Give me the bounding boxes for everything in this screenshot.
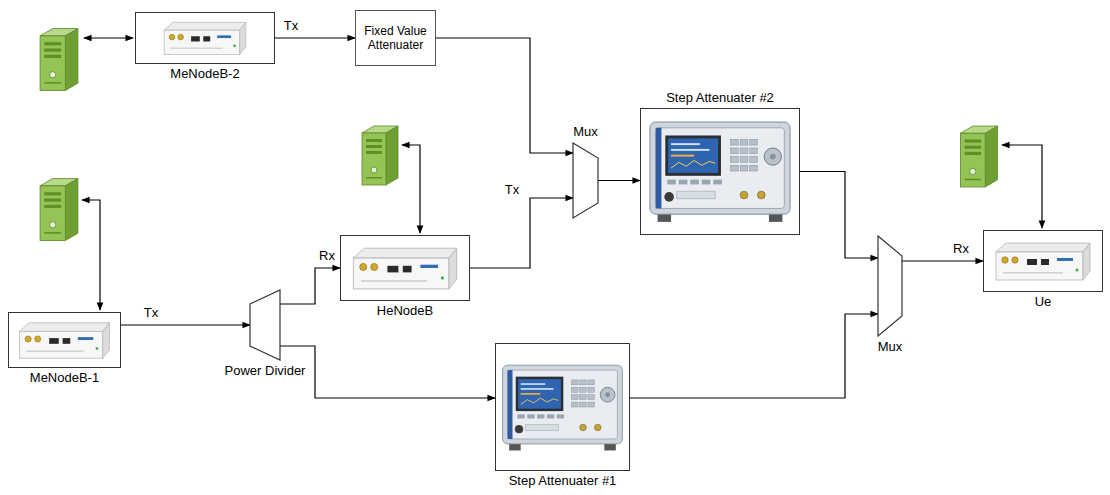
node-label: Mux xyxy=(878,339,903,355)
signal-connector xyxy=(280,346,495,398)
port-label: Tx xyxy=(142,305,160,321)
control-link xyxy=(402,145,420,233)
server-group xyxy=(40,29,997,241)
server-icon xyxy=(40,29,78,91)
mux-outline xyxy=(878,236,902,336)
signal-connector xyxy=(121,324,250,325)
label-holder: Rx xyxy=(951,241,971,257)
sdr-device xyxy=(353,248,456,289)
trapezoid-shape xyxy=(250,290,280,360)
mux-symbol: Mux xyxy=(878,236,902,336)
mux-outline xyxy=(573,143,598,218)
signal-connector xyxy=(598,180,640,181)
node-label: Ue xyxy=(1035,294,1052,310)
label-holder: Tx xyxy=(282,18,300,34)
power-divider-symbol: Power Divider xyxy=(250,290,280,360)
port-label: Tx xyxy=(503,182,521,198)
ue-box: Ue xyxy=(983,230,1103,292)
sdr-device xyxy=(164,22,246,54)
label-holder: Tx xyxy=(142,305,160,321)
node-label: Step Attenuater #2 xyxy=(666,90,774,106)
trapezoid-shape xyxy=(573,143,598,218)
signal-connector xyxy=(630,314,878,398)
label-holder: HeNodeB xyxy=(377,303,433,319)
node-label: MeNodeB-1 xyxy=(30,370,99,386)
enodeb-box: HeNodeB xyxy=(340,235,470,301)
enodeb-box: MeNodeB-2 xyxy=(135,12,275,64)
enodeb-box: MeNodeB-1 xyxy=(8,312,121,368)
control-link xyxy=(84,37,133,38)
port-label: Rx xyxy=(317,248,337,264)
control-link xyxy=(82,200,100,310)
signal-connector xyxy=(280,268,340,304)
label-holder: MeNodeB-2 xyxy=(170,66,239,82)
signal-connector xyxy=(470,198,573,268)
trapezoid-shape xyxy=(878,236,902,336)
attenuator-instrument xyxy=(503,365,623,450)
label-holder: Mux xyxy=(878,339,903,355)
step-attenuator-box: Step Attenuater #1 xyxy=(495,343,630,471)
step-attenuator-box: Step Attenuater #2 xyxy=(640,108,800,235)
signal-connector xyxy=(275,37,355,38)
label-holder: Tx xyxy=(503,182,521,198)
node-label: HeNodeB xyxy=(377,303,433,319)
sdr-device xyxy=(20,323,110,358)
mux-symbol: Mux xyxy=(573,143,598,218)
label-holder: Power Divider xyxy=(225,363,306,379)
device-pictures xyxy=(20,22,1090,450)
control-link xyxy=(1002,145,1042,228)
attenuator-box: Fixed Value Attenuater xyxy=(355,10,436,66)
label-holder: Step Attenuater #2 xyxy=(666,90,774,106)
node-label: Fixed Value Attenuater xyxy=(356,24,435,53)
label-holder: Ue xyxy=(1035,294,1052,310)
label-holder: Step Attenuater #1 xyxy=(509,473,617,489)
node-label: Step Attenuater #1 xyxy=(509,473,617,489)
attenuator-instrument xyxy=(650,122,790,222)
signal-connector xyxy=(436,38,573,153)
port-label: Rx xyxy=(951,241,971,257)
divider-outline xyxy=(250,290,280,360)
signal-connector xyxy=(800,172,878,259)
label-holder: Mux xyxy=(573,124,598,140)
server-icon xyxy=(362,126,398,185)
server-icon xyxy=(960,126,997,187)
label-holder: MeNodeB-1 xyxy=(30,370,99,386)
node-label: MeNodeB-2 xyxy=(170,66,239,82)
label-holder: Rx xyxy=(317,248,337,264)
node-label: Power Divider xyxy=(225,363,306,379)
port-label: Tx xyxy=(282,18,300,34)
server-icon xyxy=(40,179,78,241)
signal-connector xyxy=(902,260,983,261)
node-label: Mux xyxy=(573,124,598,140)
sdr-device xyxy=(996,243,1090,280)
